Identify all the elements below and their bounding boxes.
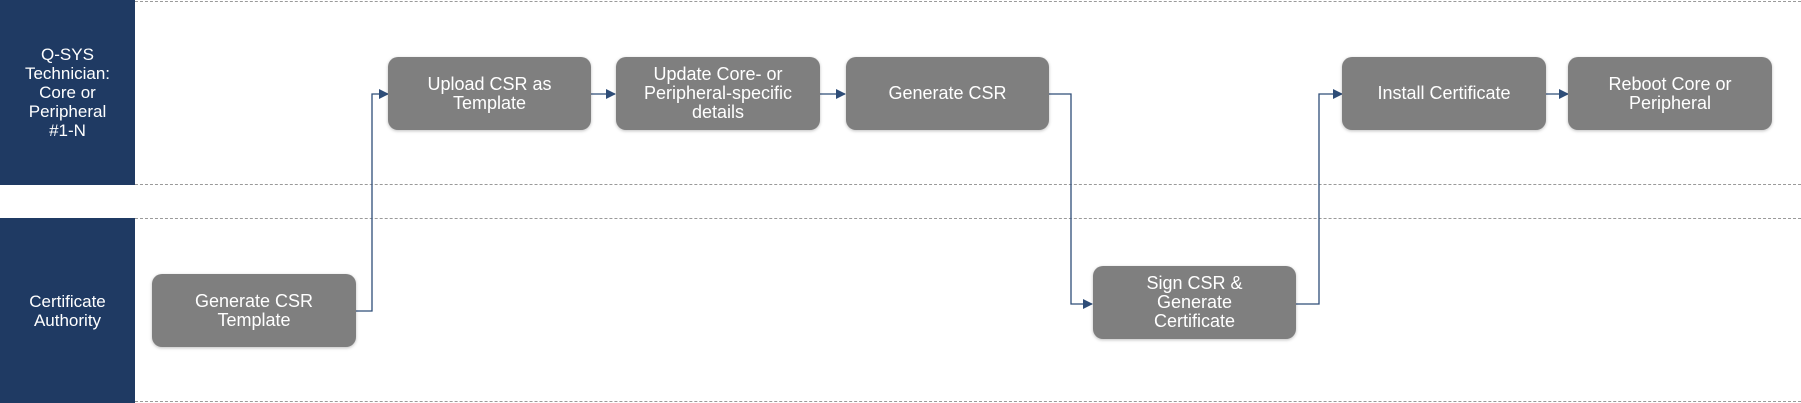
- step-generate-csr: Generate CSR: [846, 57, 1049, 130]
- lane-divider-bottom: [135, 401, 1801, 402]
- connector-generate-to-sign: [1049, 93, 1093, 309]
- connector-template-to-upload: [356, 89, 389, 312]
- lane-label-technician: Q-SYS Technician: Core or Peripheral #1-…: [0, 0, 135, 185]
- step-upload-csr-as-template: Upload CSR as Template: [388, 57, 591, 130]
- step-install-certificate: Install Certificate: [1342, 57, 1546, 130]
- lane-divider-top: [135, 1, 1801, 2]
- step-update-details: Update Core- or Peripheral-specific deta…: [616, 57, 820, 130]
- step-generate-csr-template: Generate CSR Template: [152, 274, 356, 347]
- step-reboot-core-or-peripheral: Reboot Core or Peripheral: [1568, 57, 1772, 130]
- step-sign-csr-generate-certificate: Sign CSR & Generate Certificate: [1093, 266, 1296, 339]
- lane-label-certificate-authority: Certificate Authority: [0, 218, 135, 403]
- lane-divider-middle-upper: [135, 184, 1801, 185]
- lane-divider-middle-lower: [135, 218, 1801, 219]
- connector-sign-to-install: [1296, 89, 1343, 305]
